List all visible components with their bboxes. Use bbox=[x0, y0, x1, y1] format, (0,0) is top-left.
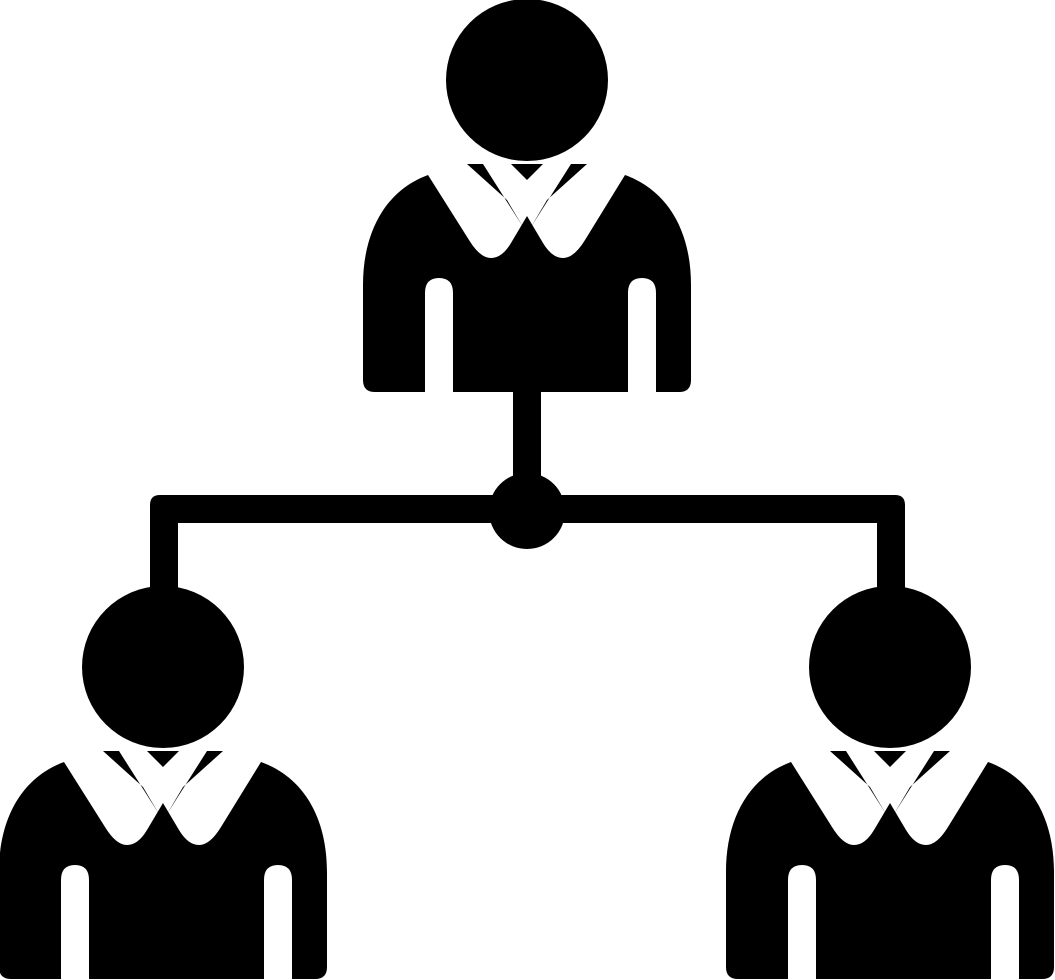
bottom-right-person-icon bbox=[726, 586, 1054, 979]
bottom-left-person-icon bbox=[0, 586, 327, 979]
connector-hub-dot-icon bbox=[489, 473, 565, 549]
top-person-icon bbox=[363, 0, 691, 392]
hierarchy-connector-icon bbox=[150, 390, 905, 590]
